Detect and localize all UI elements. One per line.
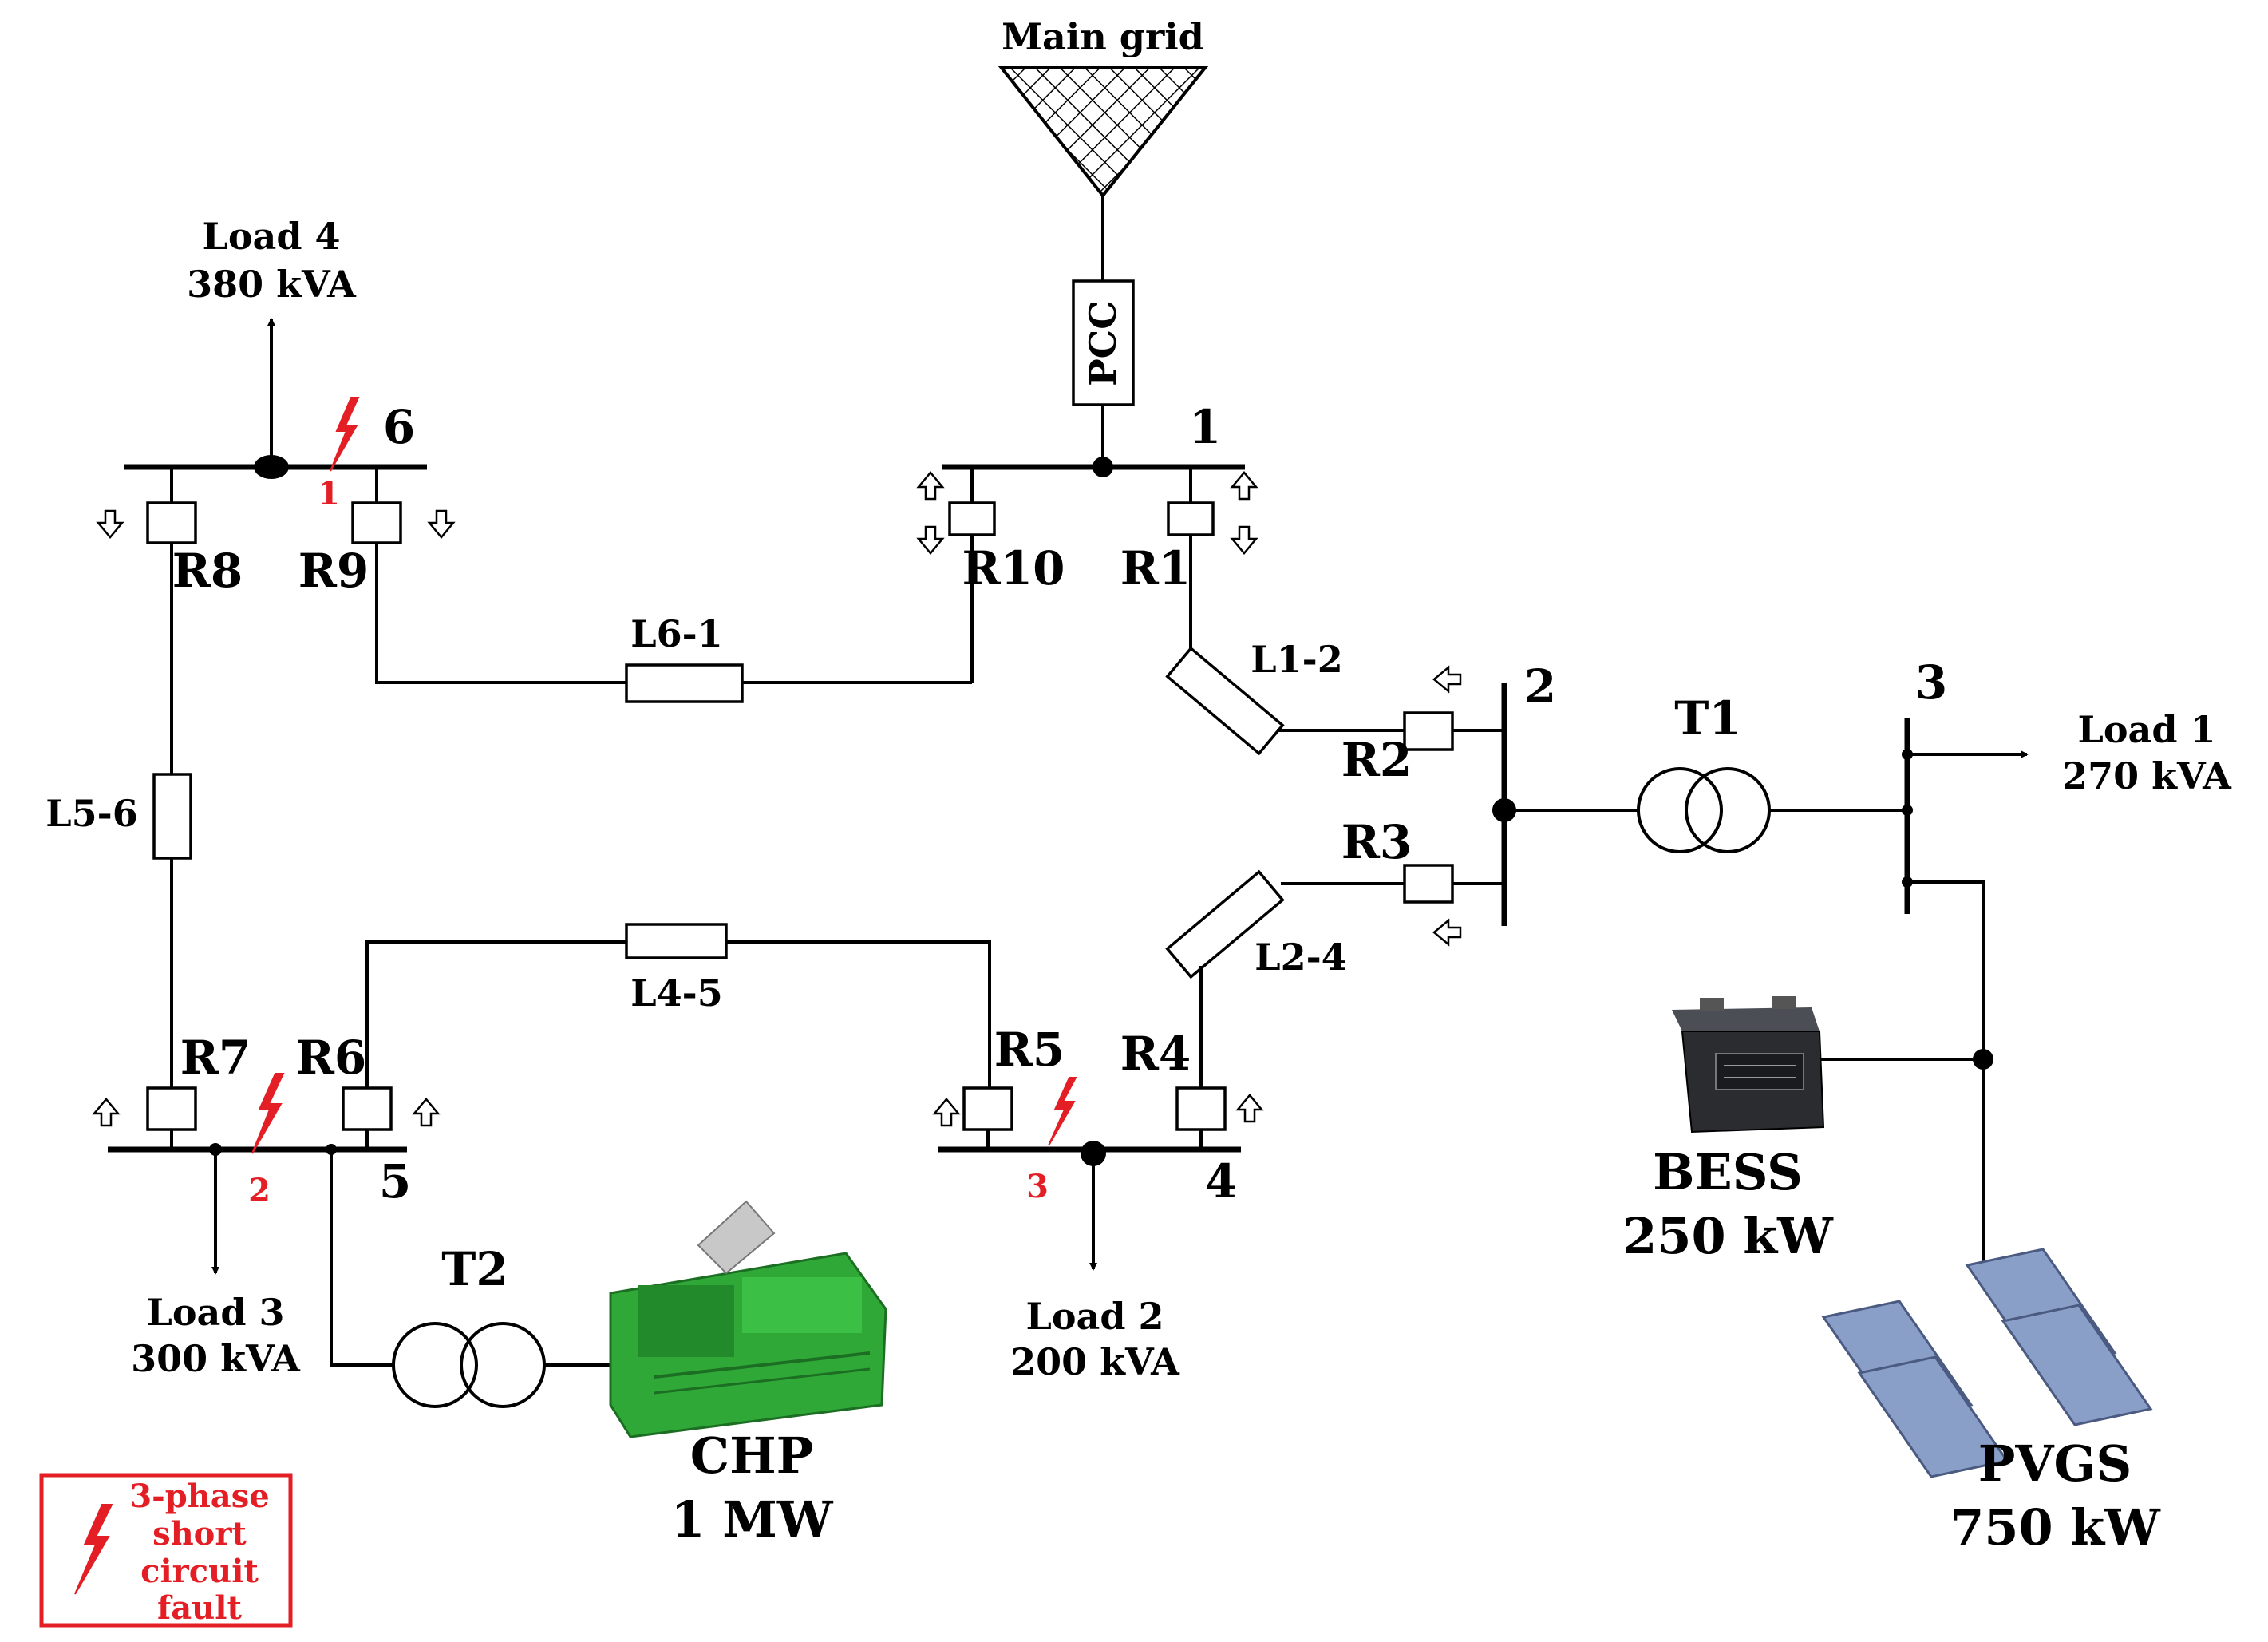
line-l6-1-label: L6-1 [630, 612, 722, 655]
line-l4-5-impedance [625, 923, 728, 959]
bus-3-label: 3 [1915, 655, 1947, 710]
relay-r10-box [948, 501, 996, 536]
load-4-rating: 380 kVA [187, 263, 357, 306]
relay-r1-box [1167, 501, 1215, 536]
fault-2-bolt-icon [251, 1073, 285, 1154]
relay-r6-box [342, 1086, 393, 1131]
bus-1-label: 1 [1189, 400, 1221, 454]
arrow-left-icon [1432, 665, 1462, 694]
main-grid-symbol [998, 66, 1209, 199]
transformer-t2 [392, 1322, 546, 1408]
load-3-rating: 300 kVA [131, 1337, 301, 1380]
legend-box [39, 1473, 293, 1628]
fault-3-bolt-icon [1048, 1077, 1077, 1146]
relay-r7-label: R7 [180, 1031, 251, 1085]
line-l1-2-label: L1-2 [1251, 638, 1342, 681]
load-4-name: Load 4 [202, 215, 340, 258]
transformer-t2-label: T2 [441, 1242, 508, 1296]
fault-1-label: 1 [318, 475, 340, 512]
load-1-name: Load 1 [2077, 708, 2215, 751]
pcc-label: PCC [1081, 300, 1124, 386]
relay-r1-label: R1 [1120, 541, 1191, 595]
line-l2-4-impedance [1165, 869, 1285, 979]
arrow-down-icon [916, 525, 945, 555]
relay-r2-box [1403, 711, 1454, 751]
fault-1-bolt-icon [330, 397, 360, 472]
legend-fault-bolt-icon [74, 1504, 113, 1595]
relay-r5-box [962, 1086, 1013, 1131]
pv-panels-icon [1821, 1248, 2153, 1478]
bus-5-label: 5 [379, 1154, 411, 1209]
pvgs-rating: 750 kW [1950, 1498, 2161, 1557]
bus-4-label: 4 [1205, 1154, 1237, 1209]
arrow-up-icon [916, 471, 945, 501]
fault-3-label: 3 [1026, 1168, 1049, 1205]
relay-r9-box [351, 501, 402, 544]
relay-r3-box [1403, 864, 1454, 904]
legend-line-4: fault [157, 1589, 242, 1627]
load-2-rating: 200 kVA [1010, 1340, 1180, 1383]
line-l1-2-impedance [1165, 646, 1285, 756]
relay-r9-label: R9 [298, 544, 369, 598]
arrow-down-icon [96, 509, 124, 539]
pvgs-name: PVGS [1978, 1434, 2132, 1493]
legend-line-3: circuit [140, 1553, 259, 1590]
relay-r8-label: R8 [172, 544, 243, 598]
arrow-up-icon [932, 1098, 961, 1127]
main-grid-label: Main grid [1002, 15, 1204, 58]
relay-r3-label: R3 [1341, 815, 1413, 869]
line-l4-5-label: L4-5 [630, 971, 722, 1015]
relay-r4-label: R4 [1120, 1027, 1191, 1081]
chp-generator-icon [609, 1200, 887, 1438]
arrow-up-icon [92, 1098, 121, 1127]
relay-r6-label: R6 [296, 1031, 367, 1085]
line-l6-1-impedance [625, 663, 744, 703]
load-3-name: Load 3 [146, 1291, 284, 1334]
relay-r4-box [1175, 1086, 1227, 1131]
legend-line-2: short [152, 1515, 247, 1553]
line-l5-6-label: L5-6 [45, 792, 137, 835]
relay-r2-label: R2 [1341, 733, 1413, 787]
bus-6-label: 6 [383, 400, 415, 454]
relay-r10-label: R10 [962, 541, 1065, 595]
transformer-t1-label: T1 [1674, 691, 1741, 746]
chp-name: CHP [690, 1426, 814, 1485]
bess-rating: 250 kW [1622, 1207, 1834, 1265]
arrow-down-icon [427, 509, 456, 539]
arrow-up-icon [1230, 471, 1258, 501]
arrow-up-icon [1235, 1094, 1264, 1123]
arrow-left-icon [1432, 918, 1462, 947]
line-l2-4-label: L2-4 [1255, 936, 1346, 979]
relay-r5-label: R5 [994, 1023, 1065, 1077]
load-1-rating: 270 kVA [2062, 754, 2232, 797]
legend-line-1: 3-phase [129, 1478, 269, 1515]
bus-2-label: 2 [1524, 659, 1556, 714]
chp-rating: 1 MW [671, 1490, 834, 1549]
bess-battery-icon [1672, 996, 1825, 1134]
transformer-t1 [1637, 767, 1771, 853]
arrow-down-icon [1230, 525, 1258, 555]
relay-r8-box [146, 501, 197, 544]
arrow-up-icon [412, 1098, 441, 1127]
line-l5-6-impedance [152, 773, 192, 860]
load-2-name: Load 2 [1025, 1295, 1164, 1338]
fault-2-label: 2 [248, 1172, 271, 1209]
bess-name: BESS [1653, 1143, 1803, 1201]
relay-r7-box [146, 1086, 197, 1131]
